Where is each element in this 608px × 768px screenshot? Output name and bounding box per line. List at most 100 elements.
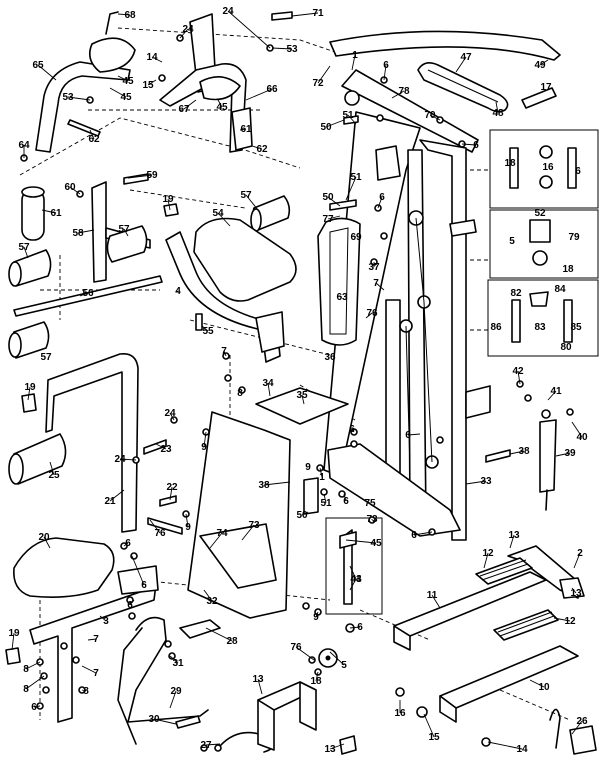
callout-leader-line <box>89 129 95 140</box>
callout-leader-line <box>99 615 107 622</box>
part-number-callout: 17 <box>540 82 552 93</box>
callout-leader-line <box>87 638 97 641</box>
part-number-callout: 82 <box>510 288 522 299</box>
part-number-callout: 53 <box>286 44 298 55</box>
callout-leader-line <box>349 626 361 629</box>
callout-leader-line <box>25 675 45 690</box>
callout-leader-line <box>571 421 583 438</box>
callout-leader-line <box>301 394 305 405</box>
part-number-callout: 9 <box>185 522 191 533</box>
part-number-callout: 51 <box>342 110 354 121</box>
part-number-callout: 8 <box>237 388 243 399</box>
part-number-callout: 6 <box>349 424 355 435</box>
callout-leader-line <box>241 524 255 541</box>
part-number-callout: 7 <box>93 668 99 679</box>
callout-leader-line <box>423 713 435 738</box>
callout-leader-line <box>131 555 145 586</box>
part-number-callout: 83 <box>534 322 546 333</box>
part-number-callout: 42 <box>512 366 524 377</box>
callout-leader-line <box>185 513 189 528</box>
part-number-callout: 5 <box>509 236 515 247</box>
part-number-callout: 45 <box>122 76 134 87</box>
callout-leader-line <box>327 196 341 207</box>
part-number-callout: 30 <box>148 714 160 725</box>
callout-leader-line <box>203 431 207 448</box>
part-number-callout: 13 <box>508 530 520 541</box>
callout-leader-line <box>267 382 271 397</box>
part-number-callout: 69 <box>350 232 362 243</box>
callout-leader-line <box>123 228 129 237</box>
callout-leader-line <box>483 552 489 569</box>
part-number-callout: 8 <box>23 664 29 675</box>
arm-assembly-66-67 <box>159 13 253 153</box>
part-number-callout: 62 <box>256 144 268 155</box>
part-number-callout: 74 <box>216 528 228 539</box>
base-frame <box>257 545 585 751</box>
part-number-callout: 48 <box>492 108 504 119</box>
callout-leader-line <box>271 47 293 50</box>
part-number-callout: 50 <box>320 122 332 133</box>
part-number-callout: 6 <box>343 496 349 507</box>
part-number-callout: 6 <box>125 538 131 549</box>
weight-stack-guide-36 <box>317 217 361 346</box>
part-number-callout: 59 <box>146 170 158 181</box>
part-number-callout: 13 <box>252 674 264 685</box>
part-number-callout: 6 <box>379 192 385 203</box>
callout-leader-line <box>315 671 319 682</box>
callout-leader-line <box>179 28 189 39</box>
detail-box-pulley-83 <box>487 279 599 357</box>
part-number-callout: 71 <box>312 8 324 19</box>
part-number-callout: 73 <box>366 514 378 525</box>
part-number-callout: 58 <box>72 228 84 239</box>
part-number-callout: 22 <box>166 482 178 493</box>
part-number-callout: 64 <box>18 140 30 151</box>
part-number-callout: 18 <box>562 264 574 275</box>
callout-leader-line <box>337 295 343 298</box>
part-number-callout: 14 <box>516 744 528 755</box>
callout-leader-line <box>43 536 51 549</box>
part-number-callout: 7 <box>221 346 227 357</box>
callout-leader-line <box>149 519 161 534</box>
callout-leader-line <box>327 215 341 220</box>
callout-leader-line <box>553 617 571 622</box>
callout-leader-line <box>203 589 213 602</box>
part-number-callout: 19 <box>8 628 20 639</box>
part-number-callout: 33 <box>480 476 492 487</box>
callout-leader-line <box>345 176 357 201</box>
part-number-callout: 50 <box>322 192 334 203</box>
callout-leader-line <box>67 96 91 101</box>
part-number-callout: 80 <box>560 342 572 353</box>
callout-leader-line <box>455 56 467 73</box>
bracket-26 <box>549 708 597 755</box>
part-number-callout: 56 <box>82 288 94 299</box>
callout-leader-line <box>349 565 357 580</box>
part-number-callout: 6 <box>473 140 479 151</box>
callout-leader-line <box>351 428 355 433</box>
part-number-callout: 7 <box>93 634 99 645</box>
part-number-callout: 3 <box>103 616 109 627</box>
part-number-callout: 79 <box>568 232 580 243</box>
part-number-callout: 73 <box>248 520 260 531</box>
part-number-callout: 16 <box>394 708 406 719</box>
part-number-callout: 15 <box>142 80 154 91</box>
seat-54-with-arm-4 <box>165 217 297 363</box>
callout-leader-line <box>167 198 171 211</box>
part-number-callout: 6 <box>575 166 581 177</box>
callout-leader-line <box>351 235 357 238</box>
callout-leader-line <box>33 705 41 708</box>
part-number-callout: 57 <box>240 190 252 201</box>
callout-leader-line <box>183 99 197 110</box>
part-number-callout: 61 <box>240 124 252 135</box>
part-number-callout: 38 <box>518 446 530 457</box>
callout-leader-line <box>117 13 131 16</box>
cable-handle-29 <box>117 616 209 745</box>
part-number-callout: 35 <box>296 390 308 401</box>
part-number-callout: 68 <box>124 10 136 21</box>
shroud-panel-32 <box>187 411 291 619</box>
callout-leader-line <box>169 486 173 501</box>
part-number-callout: 43 <box>350 574 362 585</box>
callout-leader-line <box>301 511 309 516</box>
callout-leader-line <box>263 481 291 486</box>
callout-leader-line <box>201 325 209 332</box>
